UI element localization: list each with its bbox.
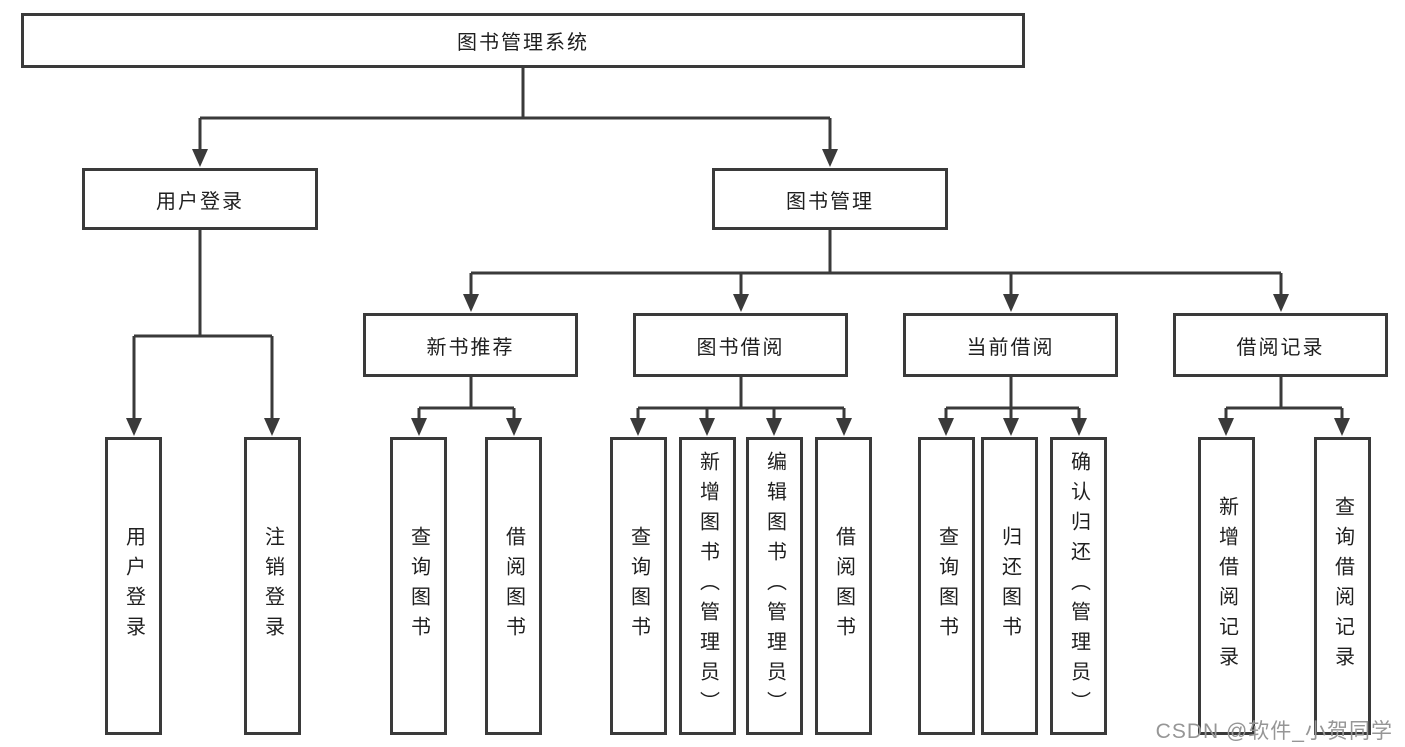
leaf-add-borrow-record: 新增借阅记录 [1198,437,1255,735]
leaf-confirm-return-admin: 确认归还（管理员） [1050,437,1107,735]
leaf-query-books-borrow: 查询图书 [610,437,667,735]
leaf-query-borrow-record: 查询借阅记录 [1314,437,1371,735]
node-current-borrow: 当前借阅 [903,313,1118,377]
node-library-management-system: 图书管理系统 [21,13,1025,68]
node-book-management-module: 图书管理 [712,168,948,230]
node-new-book-recommend: 新书推荐 [363,313,578,377]
node-book-borrow: 图书借阅 [633,313,848,377]
leaf-return-books: 归还图书 [981,437,1038,735]
leaf-query-books-current: 查询图书 [918,437,975,735]
connector-shafts [132,68,1344,421]
leaf-add-books-admin: 新增图书（管理员） [679,437,736,735]
node-borrow-records: 借阅记录 [1173,313,1388,377]
leaf-edit-books-admin: 编辑图书（管理员） [746,437,803,735]
leaf-logout: 注销登录 [244,437,301,735]
leaf-borrow-books: 借阅图书 [815,437,872,735]
leaf-user-login: 用户登录 [105,437,162,735]
leaf-borrow-books-recommend: 借阅图书 [485,437,542,735]
node-user-login-module: 用户登录 [82,168,318,230]
csdn-watermark: CSDN @软件_小贺同学 [1155,720,1393,743]
leaf-query-books-recommend: 查询图书 [390,437,447,735]
